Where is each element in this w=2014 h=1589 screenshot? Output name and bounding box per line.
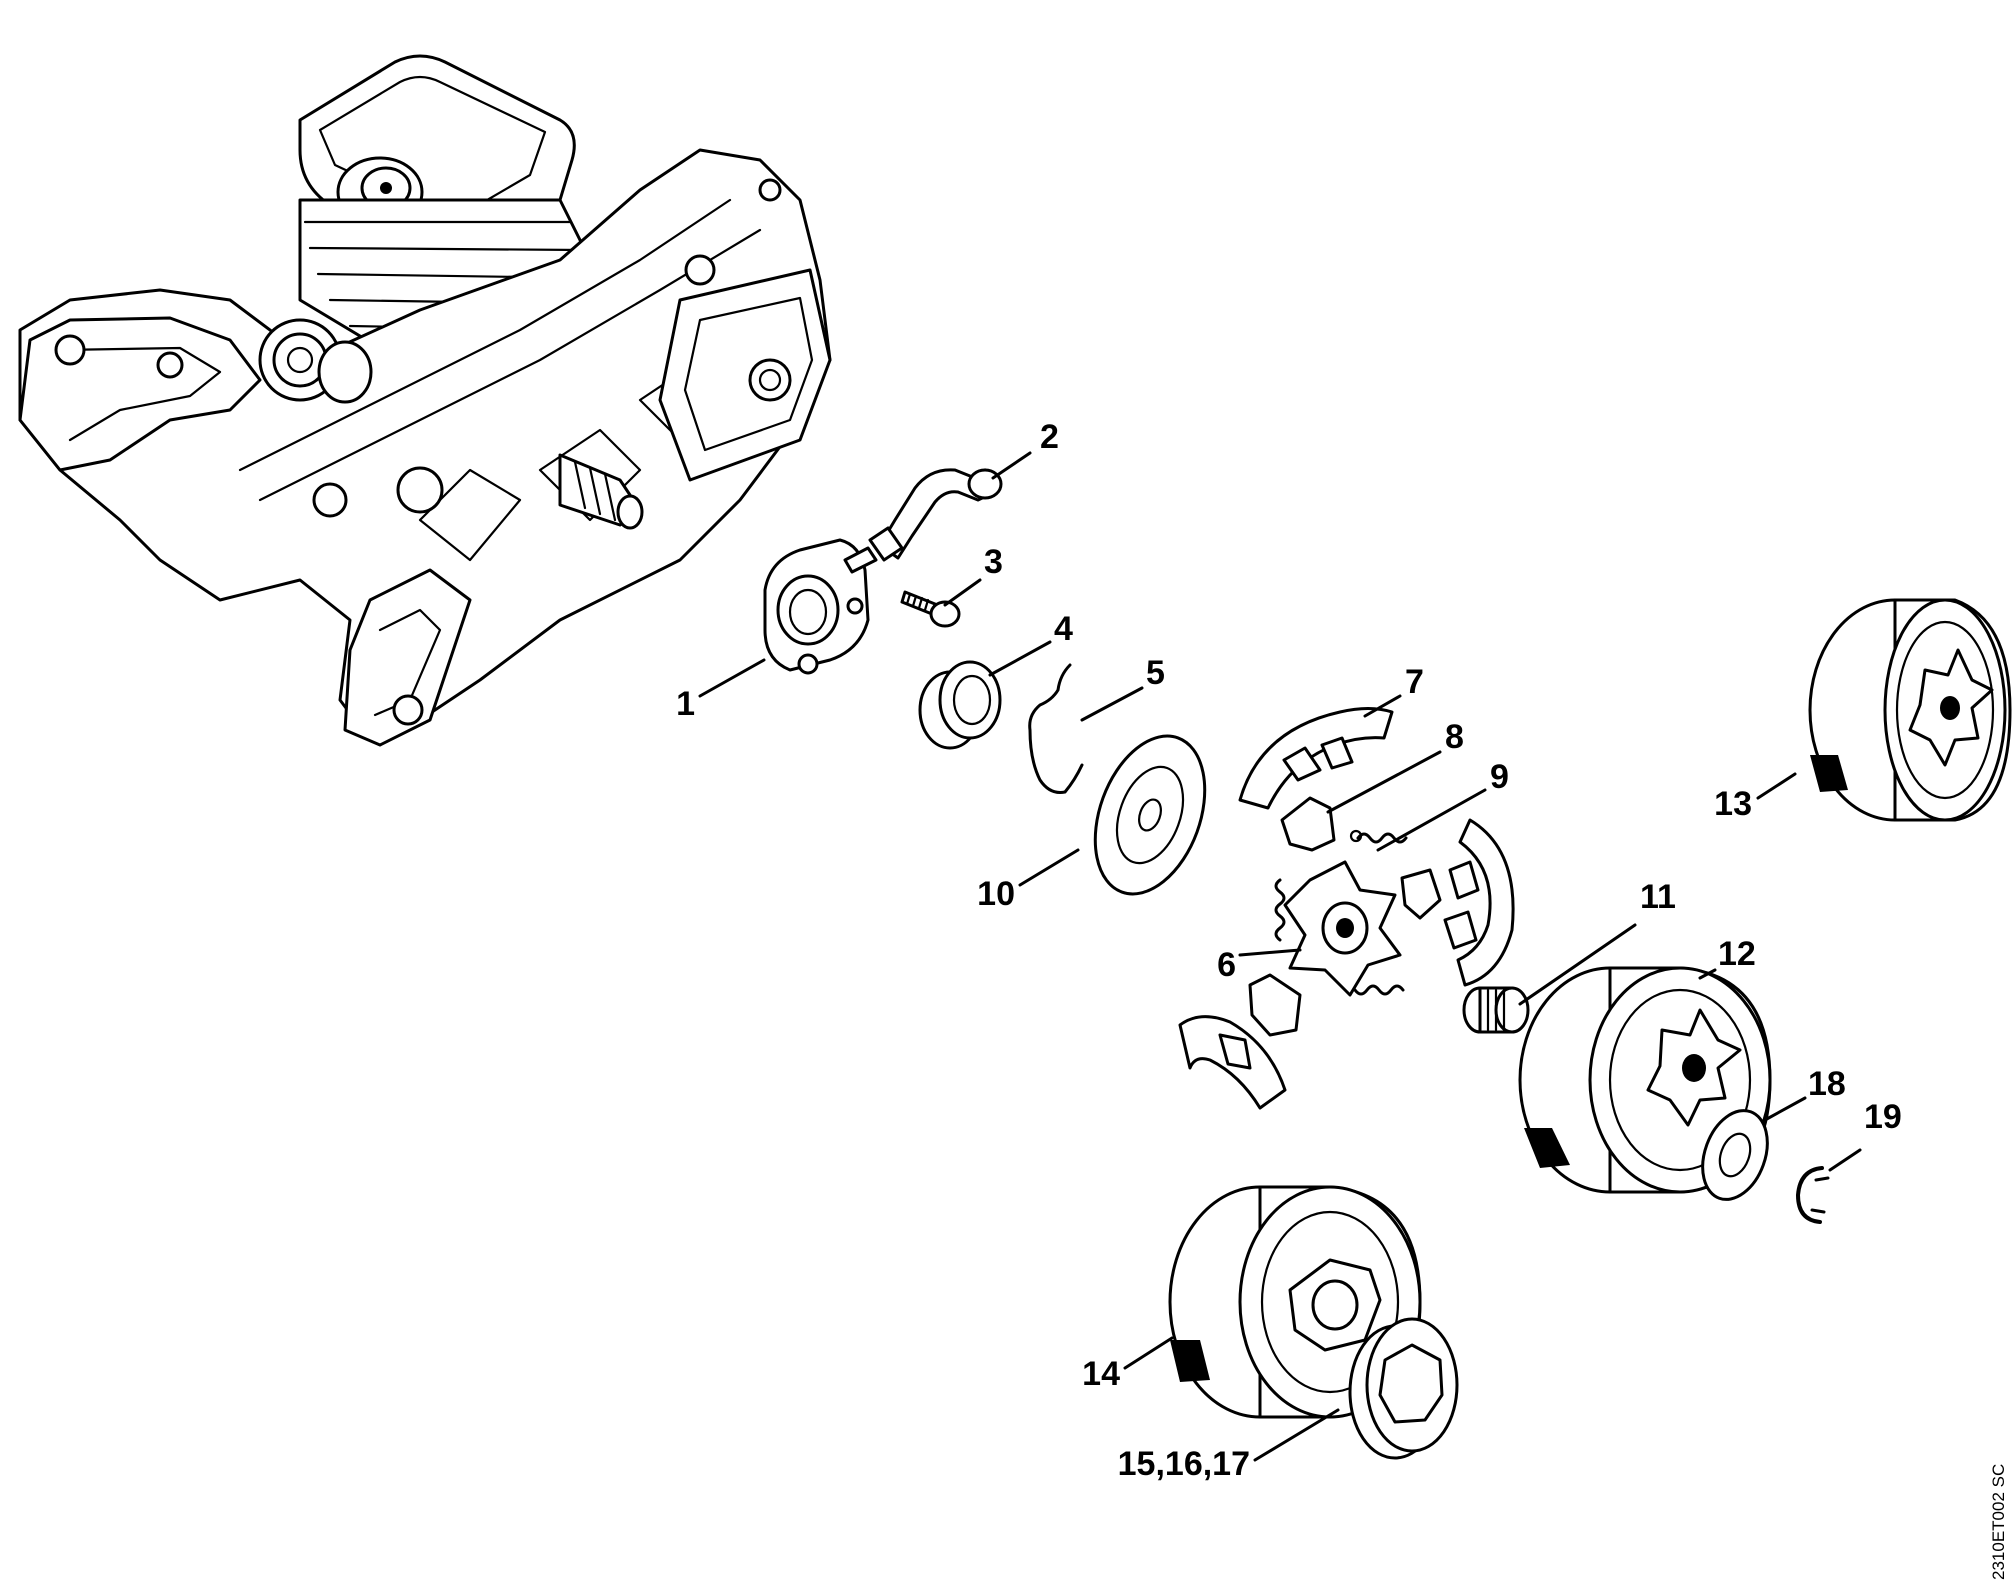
part-clutch-drum-14 (1168, 1185, 1422, 1419)
part-oil-pump (763, 538, 878, 675)
part-washer (1093, 734, 1207, 896)
callout-7: 7 (1405, 663, 1424, 701)
part-spring-clip (1028, 663, 1084, 794)
callout-15-16-17: 15,16,17 (1118, 1445, 1250, 1483)
callout-19: 19 (1864, 1098, 1902, 1136)
callout-4: 4 (1054, 610, 1073, 648)
part-oil-seal (918, 660, 1002, 750)
callout-3: 3 (984, 543, 1003, 581)
part-washer-18 (1701, 1109, 1769, 1201)
part-tension-spring (1349, 829, 1408, 844)
part-oil-hose (868, 468, 1003, 562)
callout-14: 14 (1082, 1355, 1120, 1393)
part-clutch-shoe-upper (1238, 707, 1394, 810)
callout-6: 6 (1217, 946, 1236, 984)
part-needle-cage (1462, 986, 1530, 1034)
part-rim-sprocket (1348, 1317, 1459, 1460)
callout-10: 10 (977, 875, 1015, 913)
drawing-reference: 2310ET002 SC (1989, 1464, 2008, 1580)
engine-housing (18, 54, 832, 747)
part-clutch-assembly (1178, 818, 1515, 1110)
callout-8: 8 (1445, 718, 1464, 756)
leader-lines (698, 451, 1862, 1462)
callout-2: 2 (1040, 418, 1059, 456)
part-clutch-piece (1280, 796, 1336, 852)
callout-11: 11 (1640, 878, 1676, 916)
part-screw (900, 590, 961, 628)
callout-18: 18 (1808, 1065, 1846, 1103)
callout-1: 1 (676, 685, 695, 723)
callout-12: 12 (1718, 935, 1756, 973)
callout-13: 13 (1714, 785, 1752, 823)
callout-labels: 1 2 3 4 5 6 7 8 9 10 11 12 13 14 15,16,1… (676, 418, 1902, 1483)
callout-9: 9 (1490, 758, 1509, 796)
part-e-clip (1796, 1166, 1830, 1224)
part-clutch-drum-13 (1808, 598, 2012, 822)
callout-5: 5 (1146, 654, 1165, 692)
